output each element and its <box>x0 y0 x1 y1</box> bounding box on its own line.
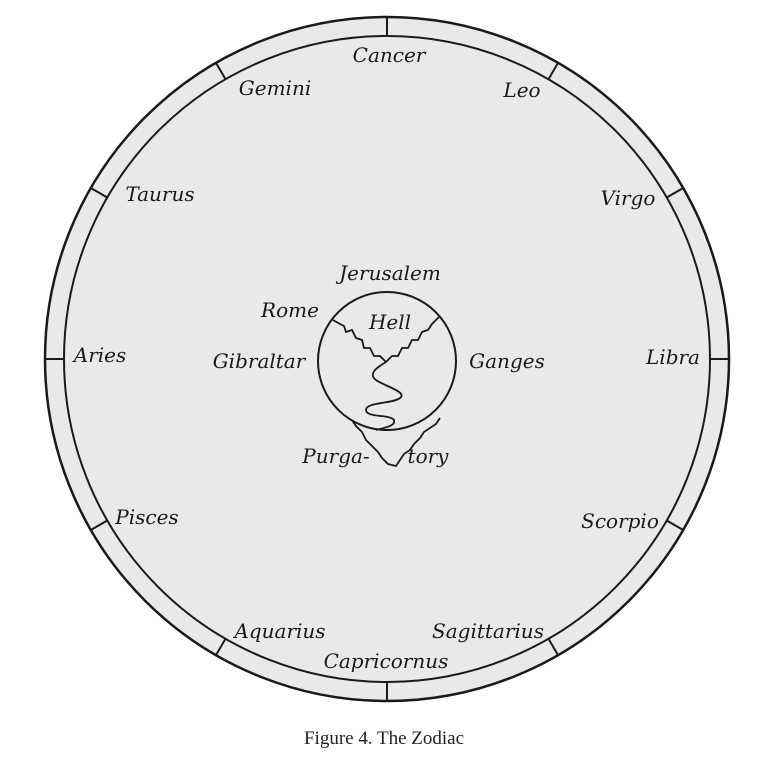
sign-taurus: Taurus <box>125 182 194 206</box>
sign-sagittarius: Sagittarius <box>432 619 544 643</box>
label-purgatory-part2: tory <box>408 444 450 468</box>
label-rome: Rome <box>260 298 319 322</box>
sign-aquarius: Aquarius <box>232 619 325 643</box>
sign-aries: Aries <box>72 343 127 367</box>
figure-caption: Figure 4. The Zodiac <box>303 728 465 749</box>
sign-libra: Libra <box>645 345 700 369</box>
sign-capricornus: Capricornus <box>324 649 449 673</box>
label-ganges: Ganges <box>469 349 545 373</box>
ring-divider <box>666 187 684 199</box>
ring-divider <box>547 62 559 80</box>
ring-divider <box>215 638 227 656</box>
ring-divider <box>90 519 108 531</box>
ring-divider <box>666 519 684 531</box>
sign-pisces: Pisces <box>114 505 178 529</box>
zodiac-dividers <box>45 17 729 701</box>
sign-virgo: Virgo <box>601 186 656 210</box>
label-purgatory-part1: Purga- <box>301 444 370 468</box>
ring-divider <box>90 187 108 199</box>
hell-boundary <box>332 315 441 363</box>
sign-scorpio: Scorpio <box>581 509 659 533</box>
river <box>365 361 403 431</box>
purgatory-mountain <box>345 409 441 468</box>
sign-gemini: Gemini <box>239 76 311 100</box>
sign-cancer: Cancer <box>353 43 427 67</box>
ring-divider <box>215 62 227 80</box>
sign-leo: Leo <box>502 78 540 102</box>
label-jerusalem: Jerusalem <box>335 261 441 285</box>
label-gibraltar: Gibraltar <box>213 349 307 373</box>
label-hell: Hell <box>368 310 411 334</box>
ring-divider <box>547 638 559 656</box>
